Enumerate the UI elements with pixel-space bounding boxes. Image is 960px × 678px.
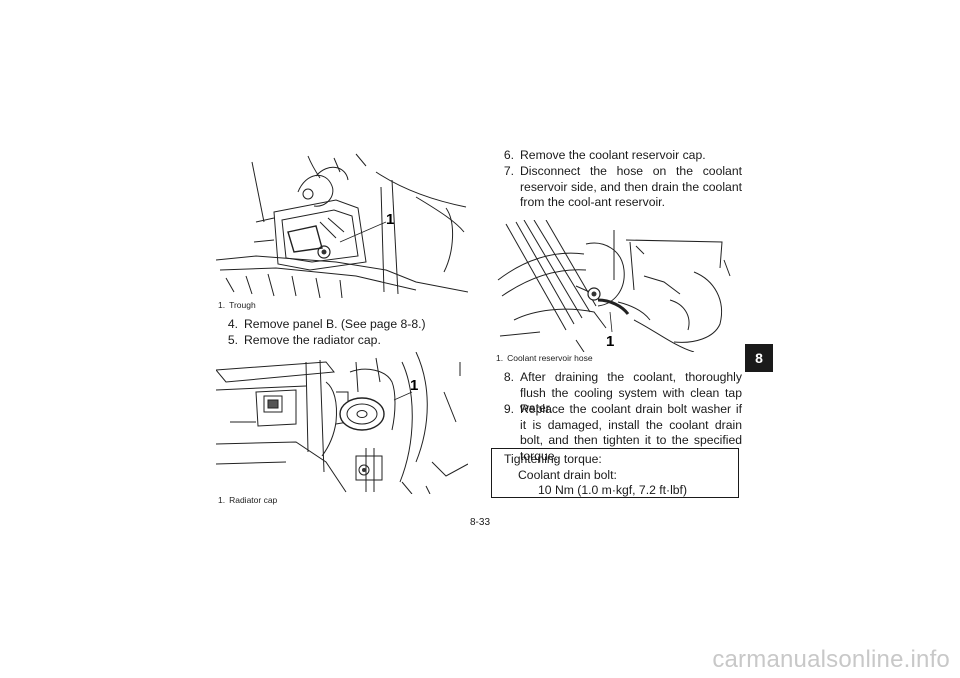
watermark: carmanualsonline.info xyxy=(712,646,950,673)
caption-number: 1. xyxy=(496,353,504,363)
figure-caption: 1.Trough xyxy=(218,300,256,310)
step-item: 7. Disconnect the hose on the coolant re… xyxy=(498,164,742,211)
step-item: 9. Replace the coolant drain bolt washer… xyxy=(498,402,742,464)
step-item: 5. Remove the radiator cap. xyxy=(222,333,472,349)
step-text: Remove panel B. (See page 8-8.) xyxy=(244,317,426,331)
step-text: Replace the coolant drain bolt washer if… xyxy=(520,402,742,463)
torque-spec-box: Tightening torque: Coolant drain bolt: 1… xyxy=(491,448,739,498)
step-number: 4. xyxy=(227,317,238,331)
figure-radiator-cap: 1 xyxy=(216,352,468,494)
caption-text: Trough xyxy=(229,300,256,310)
section-tab: 8 xyxy=(745,344,773,372)
figure-caption: 1.Coolant reservoir hose xyxy=(496,353,593,363)
caption-text: Coolant reservoir hose xyxy=(507,353,593,363)
step-number: 9. xyxy=(503,402,514,416)
torque-item: Coolant drain bolt: xyxy=(518,467,617,482)
caption-number: 1. xyxy=(218,300,226,310)
step-text: Remove the radiator cap. xyxy=(244,333,381,347)
step-number: 5. xyxy=(227,333,238,347)
figure-coolant-reservoir-hose: 1 xyxy=(494,220,746,352)
step-number: 7. xyxy=(503,164,514,178)
coolant-reservoir-hose-illustration: 1 xyxy=(497,220,731,352)
step-number: 8. xyxy=(503,370,514,384)
page-number: 8-33 xyxy=(469,517,490,528)
step-number: 6. xyxy=(503,148,514,162)
torque-value: 10 Nm (1.0 m·kgf, 7.2 ft·lbf) xyxy=(538,483,687,497)
step-text: Remove the coolant reservoir cap. xyxy=(520,148,706,162)
step-text: After draining the coolant, thoroughly f… xyxy=(520,370,742,415)
caption-text: Radiator cap xyxy=(229,495,278,505)
caption-number: 1. xyxy=(218,495,226,505)
figure-caption: 1.Radiator cap xyxy=(218,495,277,505)
step-text: Disconnect the hose on the coolant reser… xyxy=(520,164,742,209)
step-item: 4. Remove panel B. (See page 8-8.) xyxy=(222,317,472,333)
figure-callout: 1 xyxy=(410,377,418,394)
figure-callout: 1 xyxy=(606,333,614,350)
step-item: 8. After draining the coolant, thoroughl… xyxy=(498,370,742,417)
figure-trough: 1 xyxy=(216,152,468,298)
step-item: 6. Remove the coolant reservoir cap. xyxy=(498,148,742,164)
torque-title: Tightening torque: xyxy=(504,452,602,466)
trough-illustration: 1 xyxy=(216,153,468,298)
radiator-cap-illustration: 1 xyxy=(216,352,468,494)
figure-callout: 1 xyxy=(386,211,394,228)
